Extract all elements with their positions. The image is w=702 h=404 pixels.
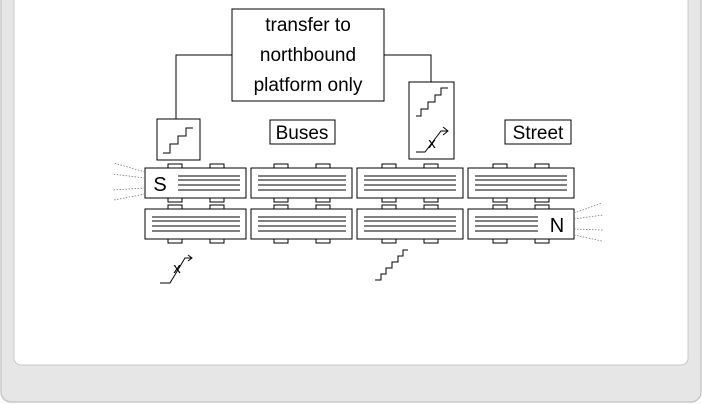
escalator-lower-out-of-service-icon: x [173, 260, 181, 277]
south-label: S [153, 174, 166, 196]
escalator-lower-left: x [160, 254, 193, 284]
street-label-box: Street [504, 119, 572, 145]
train-upper: S [111, 162, 575, 203]
street-label: Street [513, 123, 564, 144]
north-headlight-rays [573, 202, 604, 242]
car-upper-3 [356, 163, 464, 203]
escalator-lower-icon [160, 257, 191, 284]
car-upper-1 [144, 163, 247, 203]
callout-box [231, 8, 385, 102]
car-lower-4 [467, 204, 575, 244]
car-upper-2 [250, 163, 353, 203]
escalator-arrow-icon [442, 126, 449, 136]
buses-box [269, 119, 336, 145]
escalator-out-of-service-icon: x [428, 135, 436, 152]
car-lower-1 [144, 204, 247, 244]
buses-label: Buses [276, 123, 329, 144]
callout-line-1: transfer to [265, 15, 351, 36]
transfer-callout: transfer to northbound platform only [175, 8, 432, 119]
stairs-lower-icon [375, 249, 408, 281]
car-lower-2 [250, 204, 353, 244]
car-upper-4 [467, 163, 575, 203]
escalator-lower-arrow-icon [187, 254, 193, 262]
car-lower-3 [356, 204, 464, 244]
callout-line-3: platform only [254, 75, 363, 96]
train-lower: N [144, 202, 604, 244]
stairs-lower-right [375, 249, 408, 281]
buses-label-box: Buses [269, 119, 336, 145]
callout-line-2: northbound [260, 45, 356, 66]
escalator-icon [416, 130, 447, 153]
callout-connector-left [175, 54, 232, 119]
north-label: N [550, 215, 564, 237]
stairs-box-right: x [408, 81, 455, 160]
callout-connector-right [384, 54, 432, 82]
stairs-up-icon-2 [416, 87, 448, 117]
south-headlight-rays [111, 162, 146, 201]
stairs-up-icon [163, 127, 193, 154]
stairs-box-left [156, 118, 201, 161]
stairs-box-right-frame [408, 81, 455, 160]
street-box [504, 119, 572, 145]
